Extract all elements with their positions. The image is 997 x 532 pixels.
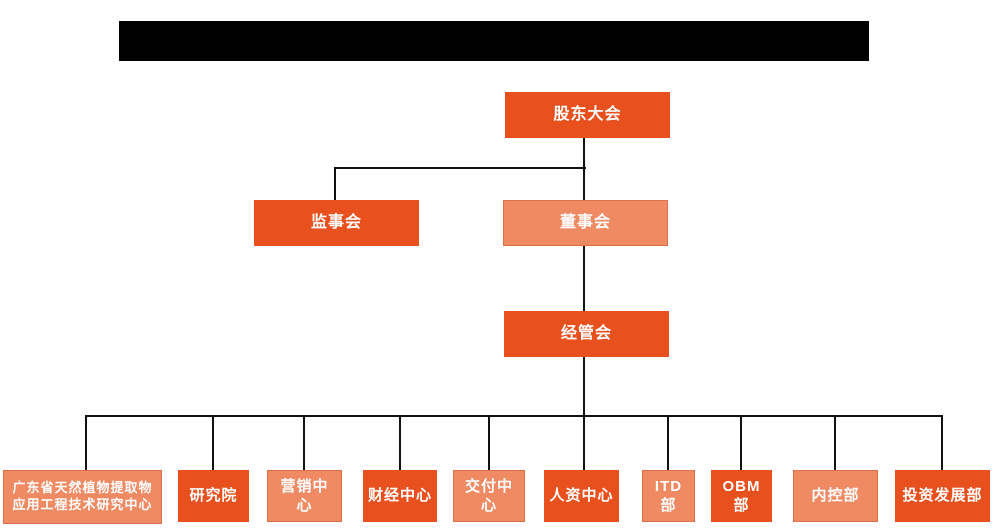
connector-line-vertical <box>583 357 585 470</box>
org-node-internal-control-dept: 内控部 <box>793 470 878 522</box>
connector-line-horizontal <box>334 167 586 169</box>
org-node-research-institute: 研究院 <box>178 470 249 522</box>
connector-line-vertical <box>834 416 836 470</box>
org-node-hr-center: 人资中心 <box>544 470 619 522</box>
connector-line-vertical <box>85 416 87 470</box>
org-node-itd-dept: ITD部 <box>642 470 695 522</box>
connector-line-vertical <box>583 138 585 200</box>
org-node-delivery-center: 交付中心 <box>453 470 525 522</box>
connector-line-vertical <box>399 416 401 470</box>
org-node-marketing-center: 营销中心 <box>267 470 342 522</box>
connector-line-vertical <box>212 416 214 470</box>
connector-line-vertical <box>334 168 336 200</box>
connector-line-vertical <box>667 416 669 470</box>
org-node-board-of-directors: 董事会 <box>503 200 668 246</box>
org-node-obm-dept: OBM部 <box>711 470 772 522</box>
connector-line-vertical <box>941 416 943 470</box>
org-node-gd-research-center: 广东省天然植物提取物应用工程技术研究中心 <box>3 470 162 524</box>
org-node-supervisory-board: 监事会 <box>254 200 419 246</box>
connector-line-horizontal <box>85 415 943 417</box>
org-node-investment-dev-dept: 投资发展部 <box>895 470 990 522</box>
connector-line-vertical <box>583 246 585 311</box>
redacted-title-bar <box>119 21 869 61</box>
connector-line-vertical <box>740 416 742 470</box>
org-node-shareholders-meeting: 股东大会 <box>505 92 670 138</box>
org-node-finance-center: 财经中心 <box>363 470 437 522</box>
connector-line-vertical <box>303 416 305 470</box>
org-node-management-committee: 经管会 <box>504 311 669 357</box>
connector-line-vertical <box>488 416 490 470</box>
